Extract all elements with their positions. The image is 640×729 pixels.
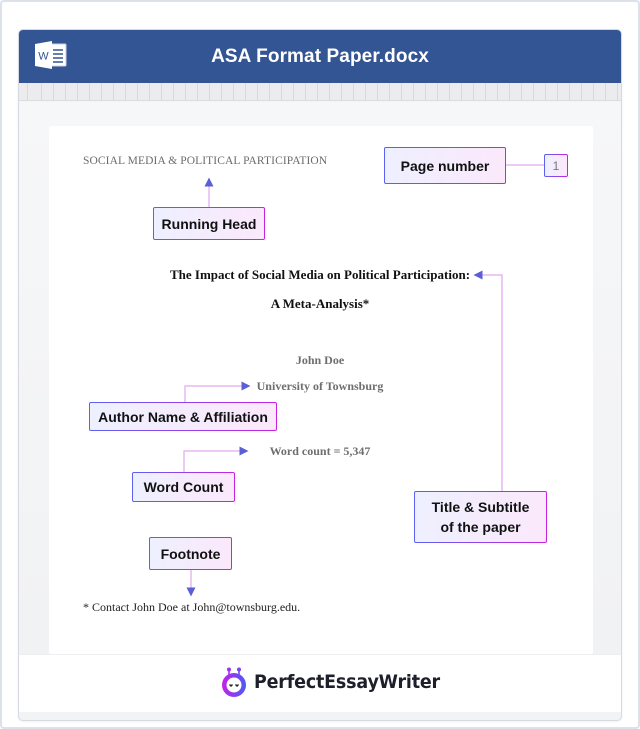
- callout-word-count: Word Count: [132, 472, 235, 502]
- window-title: ASA Format Paper.docx: [211, 46, 429, 67]
- running-head: SOCIAL MEDIA & POLITICAL PARTICIPATION: [83, 155, 328, 167]
- page-number-value: 1: [552, 158, 560, 173]
- author-affiliation: University of Townsburg: [256, 379, 384, 393]
- callout-page-number: Page number: [384, 147, 506, 184]
- page-number-box: 1: [544, 154, 568, 177]
- callout-label: Word Count: [143, 479, 224, 495]
- ruler: [19, 83, 621, 101]
- callout-label: Page number: [400, 157, 490, 174]
- paper-title: The Impact of Social Media on Political …: [169, 267, 471, 282]
- svg-text:W: W: [38, 51, 49, 63]
- callout-label-line1: Title & Subtitle: [431, 499, 530, 515]
- title-bar: W ASA Format Paper.docx: [19, 30, 621, 83]
- word-count: Word count = 5,347: [269, 444, 371, 458]
- footer-bottom-strip: [19, 712, 621, 720]
- callout-footnote: Footnote: [149, 537, 232, 570]
- footnote-text: * Contact John Doe at John@townsburg.edu…: [83, 600, 301, 614]
- callout-running-head: Running Head: [153, 207, 265, 240]
- callout-label-line2: of the paper: [440, 519, 521, 535]
- callout-label: Author Name & Affiliation: [98, 408, 268, 425]
- brand-logo[interactable]: PerfectEssayWriter: [218, 666, 456, 698]
- word-icon: W: [35, 41, 67, 69]
- footer-band: [19, 654, 621, 712]
- author-name: John Doe: [295, 353, 345, 367]
- document-canvas: [19, 102, 621, 654]
- brand-name: PerfectEssayWriter: [254, 671, 440, 693]
- callout-label: Footnote: [160, 545, 221, 562]
- paper-subtitle: A Meta-Analysis*: [270, 296, 370, 311]
- robot-logo-icon: [222, 667, 246, 697]
- callout-author-affiliation: Author Name & Affiliation: [89, 402, 277, 431]
- document-window: W ASA Format Paper.docx: [18, 29, 622, 721]
- callout-label: Running Head: [161, 215, 257, 232]
- callout-title-subtitle: Title & Subtitle of the paper: [414, 491, 547, 543]
